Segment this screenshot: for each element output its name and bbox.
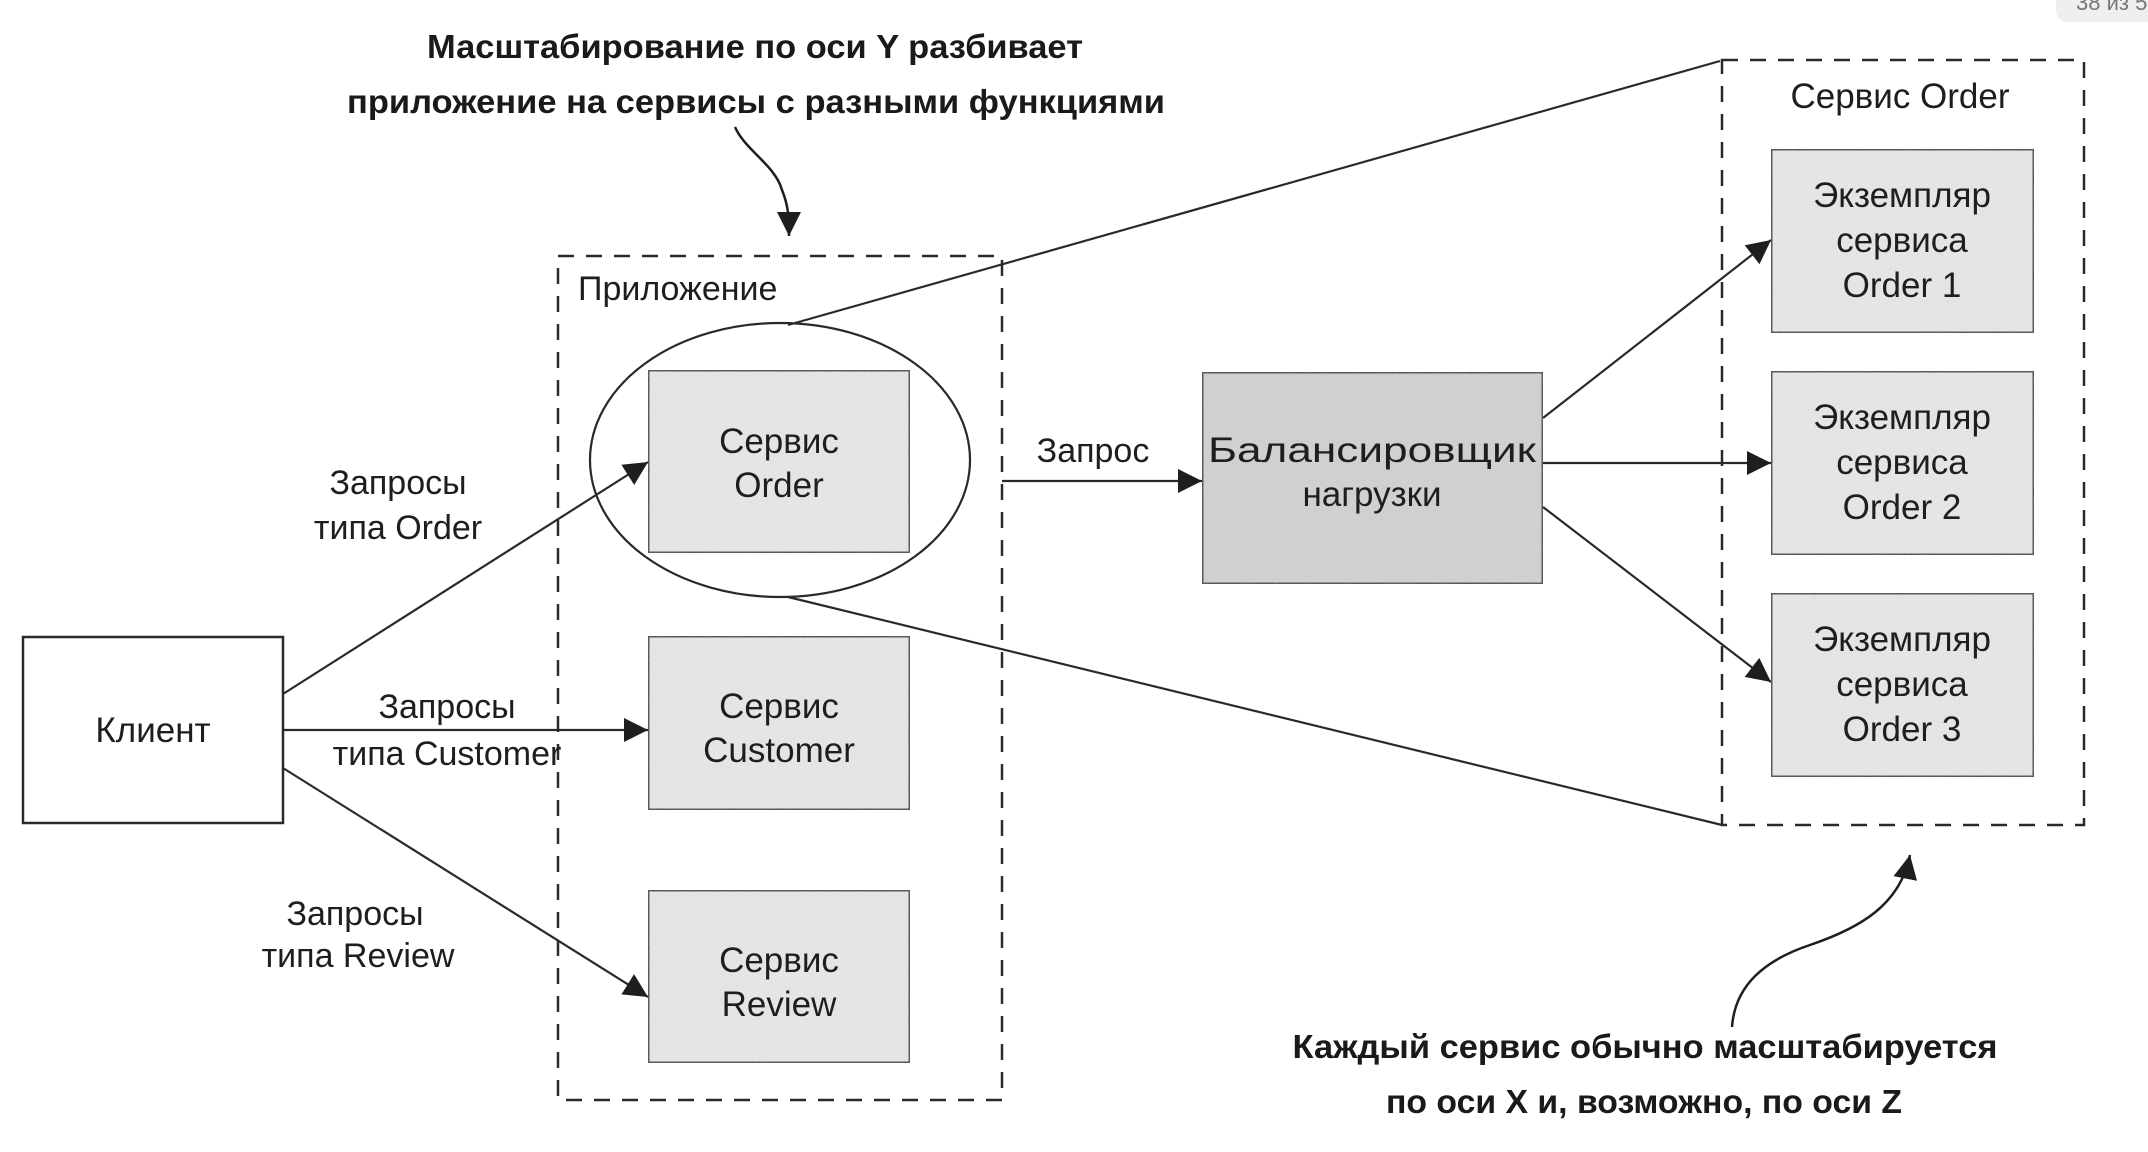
load-balancer[interactable]: Балансировщик нагрузки	[1200, 370, 1545, 586]
service-order-box[interactable]	[646, 368, 912, 555]
order-instance-3-line3: Order 3	[1843, 710, 1962, 749]
label-order-requests-line1: Запросы	[329, 464, 466, 502]
application-group: Приложение	[556, 254, 1004, 1102]
top-annotation-line2: приложение на сервисы с разными функциям…	[347, 83, 1165, 120]
top-annotation: Масштабирование по оси Y разбивает прило…	[347, 28, 1165, 237]
load-balancer-line1: Балансировщик	[1208, 431, 1537, 470]
order-instance-2-box[interactable]	[1769, 369, 2036, 557]
label-request: Запрос	[1037, 432, 1150, 470]
arrow-client-to-order	[282, 461, 649, 695]
service-review-line1: Сервис	[719, 941, 839, 980]
order-instance-1[interactable]: Экземпляр сервиса Order 1	[1769, 147, 2036, 335]
service-customer-box[interactable]	[646, 634, 912, 812]
order-service-group-boundary	[1720, 58, 2086, 827]
bottom-annotation-line2: по оси X и, возможно, по оси Z	[1386, 1083, 1902, 1120]
service-order-line2: Order	[734, 466, 824, 505]
order-instance-3-line1: Экземпляр	[1813, 620, 1991, 659]
service-review-box[interactable]	[646, 888, 912, 1065]
service-review[interactable]: Сервис Review	[646, 888, 912, 1065]
page-counter: 38 из 5	[2056, 0, 2148, 22]
order-service-group: Сервис Order	[1720, 58, 2086, 827]
load-balancer-box[interactable]	[1200, 370, 1545, 586]
order-instance-1-line1: Экземпляр	[1813, 176, 1991, 215]
page-counter-text: 38 из 5	[2076, 0, 2148, 15]
arrow-lb-to-instance-1	[1542, 239, 1772, 419]
label-customer-requests-line1: Запросы	[378, 688, 515, 726]
client-label: Клиент	[95, 711, 210, 750]
bottom-annotation-curved-arrow-icon	[1730, 854, 1918, 1028]
label-review-requests-line1: Запросы	[286, 895, 423, 933]
order-instance-1-line2: сервиса	[1836, 221, 1968, 260]
projection-line-bottom	[787, 595, 1723, 827]
order-instance-1-line3: Order 1	[1843, 266, 1962, 305]
service-customer[interactable]: Сервис Customer	[646, 634, 912, 812]
order-instance-3[interactable]: Экземпляр сервиса Order 3	[1769, 591, 2036, 779]
bottom-annotation-line1: Каждый сервис обычно масштабируется	[1293, 1028, 1998, 1065]
application-title: Приложение	[578, 270, 777, 308]
service-customer-line2: Customer	[703, 731, 855, 770]
order-instance-2-line1: Экземпляр	[1813, 398, 1991, 437]
order-service-highlight-ellipse	[588, 321, 972, 599]
top-annotation-line1: Масштабирование по оси Y разбивает	[427, 28, 1083, 65]
load-balancer-line2: нагрузки	[1302, 475, 1441, 514]
label-review-requests-line2: типа Review	[262, 937, 455, 975]
projection-line-top	[787, 59, 1721, 327]
order-instance-2-line3: Order 2	[1843, 488, 1962, 527]
order-instance-3-line2: сервиса	[1836, 665, 1968, 704]
label-customer-requests-line2: типа Customer	[333, 735, 562, 773]
label-order-requests-line2: типа Order	[314, 509, 482, 547]
client[interactable]: Клиент	[21, 635, 285, 825]
order-instance-2[interactable]: Экземпляр сервиса Order 2	[1769, 369, 2036, 557]
order-service-group-title: Сервис Order	[1790, 77, 2009, 116]
service-order[interactable]: Сервис Order	[646, 368, 912, 555]
service-customer-line1: Сервис	[719, 687, 839, 726]
bottom-annotation: Каждый сервис обычно масштабируется по о…	[1293, 854, 1998, 1120]
top-annotation-curved-arrow-icon	[733, 126, 801, 237]
order-instance-1-box[interactable]	[1769, 147, 2036, 335]
arrow-lb-to-instance-3	[1542, 506, 1772, 683]
service-review-line2: Review	[722, 985, 837, 1024]
service-order-line1: Сервис	[719, 422, 839, 461]
arrow-client-to-review	[282, 767, 649, 998]
order-instance-3-box[interactable]	[1769, 591, 2036, 779]
order-instance-2-line2: сервиса	[1836, 443, 1968, 482]
